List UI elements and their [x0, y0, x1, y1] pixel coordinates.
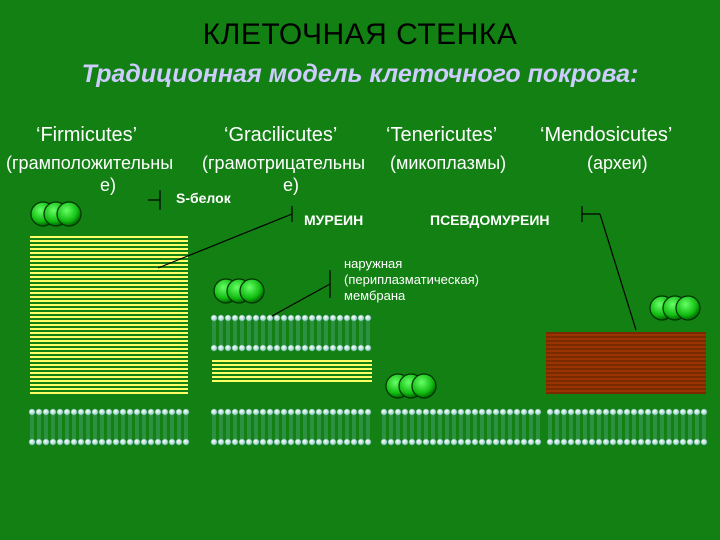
cytoplasmic-membranes — [28, 314, 708, 446]
mendosicutes-description: (археи) — [587, 153, 648, 173]
firmicutes-s-layer-spheres — [30, 201, 82, 227]
tenericutes-title: ‘Tenericutes’ — [386, 124, 498, 146]
gracilicutes-murein-thin — [212, 360, 372, 382]
murein-label: МУРЕИН — [304, 212, 364, 228]
firmicutes-description-line2: е) — [100, 175, 117, 195]
s-layer-proteins — [30, 201, 701, 399]
murein-leader — [157, 213, 293, 269]
gracilicutes-title: ‘Gracilicutes’ — [224, 124, 338, 146]
pseudomurein-layer — [546, 332, 706, 394]
tenericutes-s-layer-spheres — [385, 373, 437, 399]
firmicutes-cytoplasmic-membrane — [28, 408, 190, 446]
gracilicutes-description-line1: (грамотрицательны — [202, 153, 366, 173]
mendosicutes-s-layer-spheres — [649, 295, 701, 321]
tenericutes-cytoplasmic-membrane — [380, 408, 542, 446]
pseudomurein-leader — [599, 213, 637, 331]
murein-layers — [30, 236, 372, 394]
mendosicutes-cytoplasmic-membrane — [546, 408, 708, 446]
slide-subtitle: Традиционная модель клеточного покрова: — [81, 60, 639, 88]
leader-lines — [148, 190, 637, 331]
pseudomurein-label: ПСЕВДОМУРЕИН — [430, 212, 550, 228]
mendosicutes-pseudomurein — [546, 332, 706, 394]
gracilicutes-s-layer-spheres — [213, 278, 265, 304]
gracilicutes-description-line2: е) — [283, 175, 300, 195]
outer-membrane-label-line1: наружная — [344, 256, 403, 271]
mendosicutes-title: ‘Mendosicutes’ — [540, 124, 673, 146]
s-layer-label: S-белок — [176, 190, 231, 206]
slide-title: КЛЕТОЧНАЯ СТЕНКА — [202, 18, 518, 51]
outer-membrane-label-line2: (периплазматическая) — [344, 272, 479, 287]
outer-membrane-leader — [271, 283, 331, 317]
firmicutes-title: ‘Firmicutes’ — [36, 124, 138, 146]
outer-membrane-label-line3: мембрана — [344, 288, 406, 303]
gracilicutes-cytoplasmic-membrane — [210, 408, 372, 446]
gracilicutes-outer-membrane — [210, 314, 372, 352]
tenericutes-description: (микоплазмы) — [390, 153, 507, 173]
firmicutes-description-line1: (грамположительны — [6, 153, 174, 173]
firmicutes-murein-thick — [30, 236, 188, 394]
